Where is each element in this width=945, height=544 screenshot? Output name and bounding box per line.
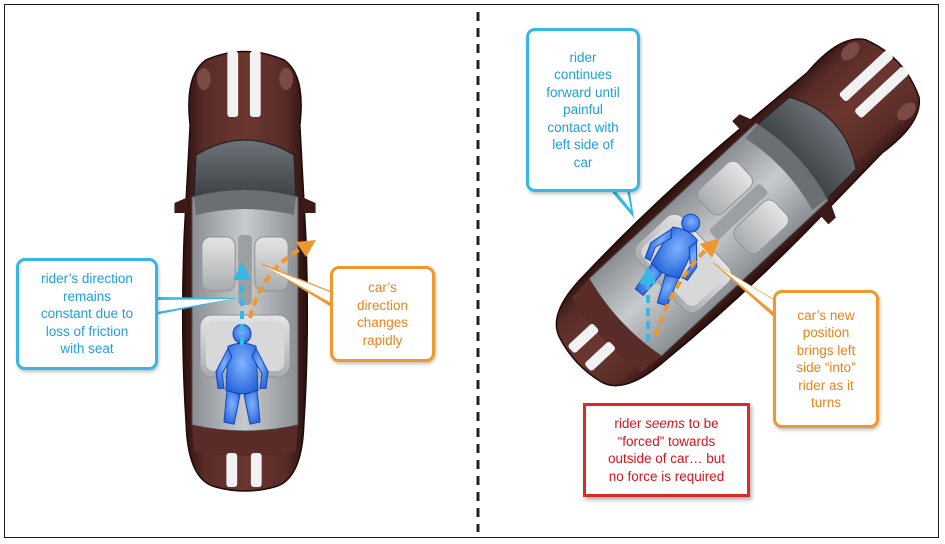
callout-line: left side of (552, 137, 614, 153)
callout-pointer-right-car-fill (718, 266, 777, 315)
callout-line: car (573, 154, 593, 170)
callout-line: loss of friction (45, 323, 129, 339)
conclusion-text: rider (614, 416, 646, 431)
rider-direction-callout: rider’s direction remains constant due t… (16, 258, 158, 370)
callout-line: turns (810, 395, 841, 410)
callout-line: changes (356, 315, 409, 330)
car-new-position-callout: car’s new position brings left side “int… (773, 290, 879, 428)
callout-line: constant due to (40, 306, 134, 322)
callout-line: rider (569, 49, 597, 65)
callout-line: continues (554, 67, 612, 83)
rider-direction-arrow-right (639, 266, 657, 342)
callout-line: brings left (796, 342, 856, 358)
callout-pointer-right-rider-fill (615, 190, 631, 210)
callout-line: direction (356, 297, 408, 313)
callout-pointer-left-car-fill (264, 266, 335, 305)
conclusion-line-4: no force is required (608, 468, 725, 484)
conclusion-line-1: rider seems to be (608, 415, 725, 433)
car-direction-arrow-right (654, 238, 720, 337)
callout-line: rider as it (798, 377, 854, 393)
conclusion-box: rider seems to be “forced” towards outsi… (583, 403, 750, 497)
car-direction-arrow-left (248, 240, 316, 319)
conclusion-emphasis: seems (645, 416, 685, 431)
conclusion-line-2: “forced” towards (617, 433, 716, 449)
conclusion-text: to be (684, 416, 719, 431)
callout-line: forward until (546, 84, 620, 100)
callout-line: position (802, 325, 850, 340)
rider-continues-callout: rider continues forward until painful co… (526, 28, 640, 192)
callout-pointer-left-rider-fill (157, 299, 232, 312)
callout-line: car’s new (797, 307, 855, 323)
callout-line: with seat (60, 341, 114, 357)
callout-line: rider’s direction (41, 271, 133, 287)
callout-pointer-right-car (712, 262, 775, 318)
callout-line: rapidly (362, 332, 403, 348)
rider-direction-arrow-left (233, 262, 251, 345)
callout-line: contact with (547, 119, 619, 135)
callout-line: side “into” (796, 360, 856, 375)
callout-pointer-left-car (258, 262, 333, 308)
callout-line: car’s (368, 280, 397, 295)
car-direction-callout: car’s direction changes rapidly (330, 266, 435, 362)
callout-line: painful (563, 102, 603, 118)
callout-line: remains (62, 288, 111, 304)
conclusion-line-3: outside of car… but (607, 451, 726, 466)
